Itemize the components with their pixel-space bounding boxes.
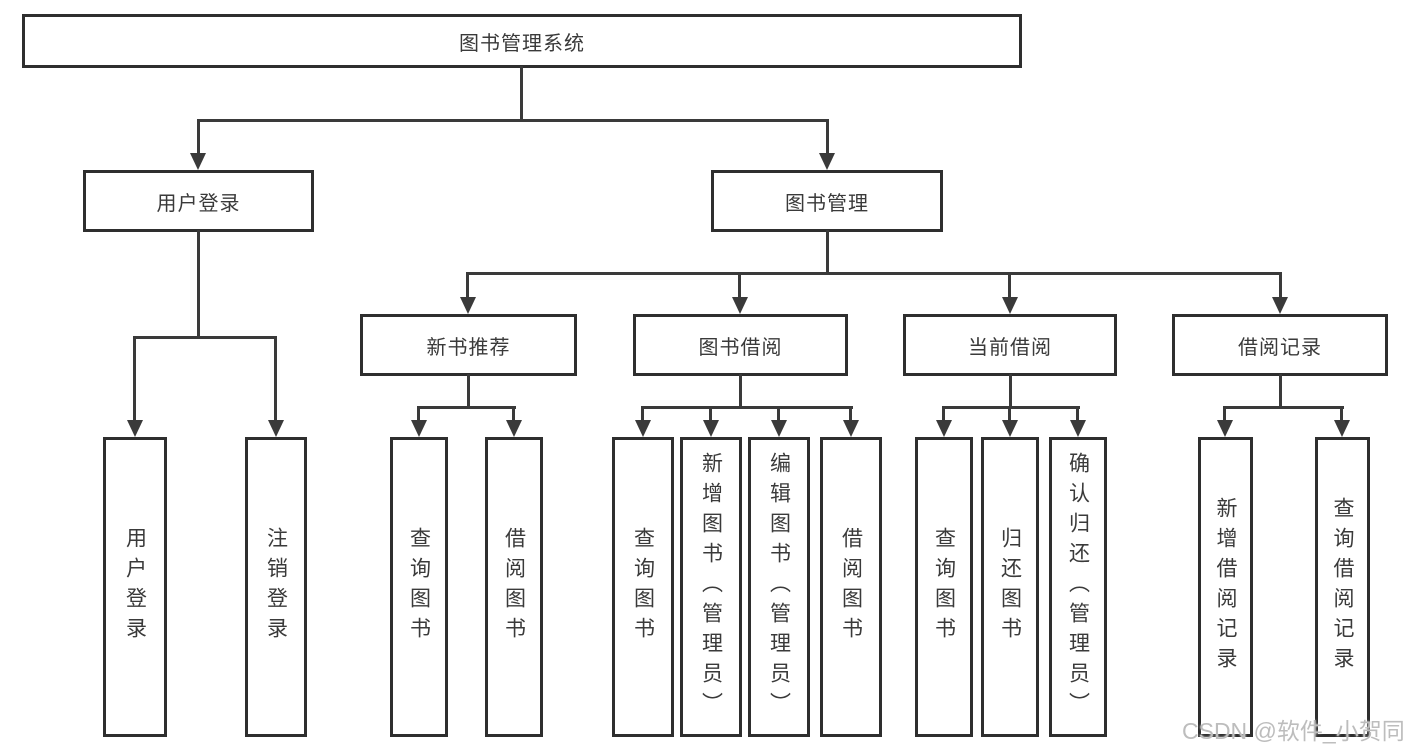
leaf-edit-books-admin: 编辑图书（管理员） xyxy=(748,437,810,737)
node-borrow-records: 借阅记录 xyxy=(1172,314,1388,376)
arrow-down-icon xyxy=(732,297,748,314)
connector-book-mgmt-stem xyxy=(826,230,829,274)
leaf-confirm-return-admin: 确认归还（管理员） xyxy=(1049,437,1107,737)
leaf-newrec-query-books-label: 查询图书 xyxy=(407,527,431,647)
arrow-down-icon xyxy=(1070,420,1086,437)
leaf-query-borrow-record: 查询借阅记录 xyxy=(1315,437,1370,737)
leaf-return-books: 归还图书 xyxy=(981,437,1039,737)
connector-drop xyxy=(942,406,945,422)
connector-drop xyxy=(849,406,852,422)
node-root: 图书管理系统 xyxy=(22,14,1022,68)
leaf-borrow-query-books: 查询图书 xyxy=(612,437,674,737)
node-book-borrow-label: 图书借阅 xyxy=(698,336,783,359)
connector-current-rail xyxy=(942,406,1080,409)
node-user-login-label: 用户登录 xyxy=(156,192,241,215)
leaf-query-borrow-record-label: 查询借阅记录 xyxy=(1331,497,1354,677)
csdn-watermark: CSDN @软件_小贺同学 xyxy=(1182,718,1405,744)
connector-drop xyxy=(417,406,420,422)
arrow-down-icon xyxy=(1002,297,1018,314)
connector-current-stem xyxy=(1009,374,1012,408)
node-current-borrow: 当前借阅 xyxy=(903,314,1117,376)
leaf-newrec-borrow-books-label: 借阅图书 xyxy=(502,527,526,647)
connector-drop xyxy=(133,336,136,422)
arrow-down-icon xyxy=(635,420,651,437)
leaf-add-borrow-record: 新增借阅记录 xyxy=(1198,437,1253,737)
node-book-borrow: 图书借阅 xyxy=(633,314,848,376)
arrow-down-icon xyxy=(268,420,284,437)
arrow-down-icon xyxy=(771,420,787,437)
connector-records-stem xyxy=(1279,374,1282,408)
leaf-current-query-books-label: 查询图书 xyxy=(932,527,956,647)
leaf-logout-label: 注销登录 xyxy=(264,527,288,647)
leaf-user-login: 用户登录 xyxy=(103,437,167,737)
node-new-book-recommend-label: 新书推荐 xyxy=(426,336,511,359)
leaf-edit-books-admin-label: 编辑图书（管理员） xyxy=(767,452,791,722)
arrow-down-icon xyxy=(1217,420,1233,437)
connector-drop xyxy=(777,406,780,422)
connector-drop xyxy=(1008,406,1011,422)
leaf-add-books-admin: 新增图书（管理员） xyxy=(680,437,742,737)
connector-borrow-stem xyxy=(739,374,742,408)
connector-drop xyxy=(1279,272,1282,300)
connector-drop xyxy=(274,336,277,422)
connector-drop xyxy=(709,406,712,422)
leaf-current-query-books: 查询图书 xyxy=(915,437,973,737)
arrow-down-icon xyxy=(1002,420,1018,437)
leaf-add-borrow-record-label: 新增借阅记录 xyxy=(1214,497,1237,677)
leaf-return-books-label: 归还图书 xyxy=(998,527,1022,647)
leaf-confirm-return-admin-label: 确认归还（管理员） xyxy=(1066,452,1090,722)
connector-level3-rail xyxy=(467,272,1282,275)
connector-drop xyxy=(1223,406,1226,422)
node-user-login: 用户登录 xyxy=(83,170,314,232)
connector-borrow-rail xyxy=(641,406,853,409)
leaf-borrow-books-label: 借阅图书 xyxy=(839,527,863,647)
connector-drop xyxy=(738,272,741,300)
leaf-user-login-label: 用户登录 xyxy=(123,527,147,647)
connector-user-login-drop xyxy=(197,119,200,157)
node-book-management-label: 图书管理 xyxy=(785,192,869,215)
connector-newrec-rail xyxy=(417,406,516,409)
arrow-down-icon xyxy=(460,297,476,314)
arrow-down-icon xyxy=(1272,297,1288,314)
leaf-add-books-admin-label: 新增图书（管理员） xyxy=(699,452,723,722)
connector-level2-rail xyxy=(197,119,829,122)
connector-records-rail xyxy=(1223,406,1344,409)
arrow-down-icon xyxy=(190,153,206,170)
connector-drop xyxy=(641,406,644,422)
leaf-newrec-query-books: 查询图书 xyxy=(390,437,448,737)
connector-drop xyxy=(466,272,469,300)
node-book-management: 图书管理 xyxy=(711,170,943,232)
connector-drop xyxy=(1340,406,1343,422)
leaf-logout: 注销登录 xyxy=(245,437,307,737)
connector-newrec-stem xyxy=(467,374,470,408)
arrow-down-icon xyxy=(1334,420,1350,437)
arrow-down-icon xyxy=(819,153,835,170)
connector-user-login-stem xyxy=(197,230,200,337)
connector-drop xyxy=(1008,272,1011,300)
arrow-down-icon xyxy=(127,420,143,437)
arrow-down-icon xyxy=(703,420,719,437)
arrow-down-icon xyxy=(843,420,859,437)
node-current-borrow-label: 当前借阅 xyxy=(968,336,1052,359)
leaf-borrow-books: 借阅图书 xyxy=(820,437,882,737)
node-borrow-records-label: 借阅记录 xyxy=(1238,336,1322,359)
node-root-label: 图书管理系统 xyxy=(459,32,585,55)
connector-user-login-rail xyxy=(133,336,277,339)
arrow-down-icon xyxy=(936,420,952,437)
arrow-down-icon xyxy=(411,420,427,437)
connector-root-stem xyxy=(520,66,523,121)
node-new-book-recommend: 新书推荐 xyxy=(360,314,577,376)
arrow-down-icon xyxy=(506,420,522,437)
connector-drop xyxy=(1076,406,1079,422)
leaf-borrow-query-books-label: 查询图书 xyxy=(631,527,655,647)
connector-book-mgmt-drop xyxy=(826,119,829,157)
leaf-newrec-borrow-books: 借阅图书 xyxy=(485,437,543,737)
connector-drop xyxy=(512,406,515,422)
